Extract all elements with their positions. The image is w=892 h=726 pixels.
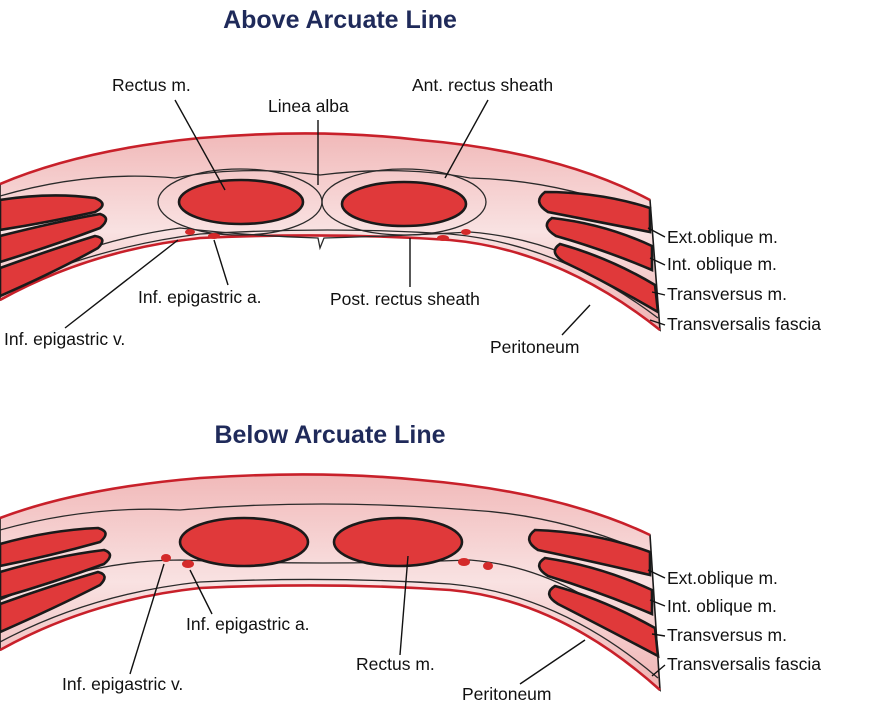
label-post-rectus-sheath: Post. rectus sheath	[330, 289, 480, 309]
inf-epigastric-vessel	[185, 229, 195, 235]
rectus-muscle-right	[340, 180, 468, 228]
int-oblique-muscle-right	[545, 216, 654, 272]
inf-epigastric-vessel	[437, 235, 449, 241]
inf-epigastric-vessel	[161, 554, 171, 562]
fascia-line	[0, 578, 659, 679]
inf-epigastric-vessel	[461, 229, 471, 235]
label-rectus-m: Rectus m.	[112, 75, 191, 95]
int-oblique-muscle-left	[0, 548, 112, 600]
below-arcuate-panel: Below Arcuate Line Ext.oblique m. Int. o…	[0, 421, 821, 704]
ext-oblique-muscle-left	[0, 526, 107, 568]
skin-line	[0, 473, 651, 537]
above-arcuate-panel: Above Arcuate Line Rectus m. Linea alba …	[0, 6, 821, 357]
int-oblique-muscle-left	[0, 212, 108, 264]
inner-layer-line	[0, 559, 656, 651]
label-transversalis-fascia: Transversalis fascia	[667, 314, 821, 334]
peritoneum-line	[0, 584, 661, 691]
skin-line	[0, 132, 651, 202]
ext-oblique-muscle-right	[527, 528, 652, 577]
label-transversus: Transversus m.	[667, 625, 787, 645]
label-inf-epigastric-a: Inf. epigastric a.	[138, 287, 262, 307]
transversus-muscle-left	[0, 234, 104, 298]
label-inf-epigastric-v: Inf. epigastric v.	[4, 329, 125, 349]
inf-epigastric-vessel	[182, 560, 194, 568]
ext-oblique-muscle-right	[537, 190, 652, 234]
ext-oblique-muscle-left	[0, 194, 104, 232]
label-ext-oblique: Ext.oblique m.	[667, 227, 778, 247]
label-peritoneum: Peritoneum	[490, 337, 580, 357]
peritoneum-line	[0, 234, 661, 332]
label-transversalis-fascia: Transversalis fascia	[667, 654, 821, 674]
transversus-muscle-right	[553, 242, 660, 315]
label-rectus-m: Rectus m.	[356, 654, 435, 674]
ant-sheath-line	[0, 170, 646, 216]
label-peritoneum: Peritoneum	[462, 684, 552, 704]
label-inf-epigastric-a: Inf. epigastric a.	[186, 614, 310, 634]
leader-lines	[129, 555, 666, 685]
panel-title: Above Arcuate Line	[223, 6, 457, 34]
post-sheath-line	[0, 227, 656, 306]
inf-epigastric-vessel	[483, 562, 493, 570]
rectus-muscle-left	[177, 178, 305, 226]
rectus-muscle-right	[332, 516, 464, 568]
label-transversus: Transversus m.	[667, 284, 787, 304]
panel-title: Below Arcuate Line	[214, 421, 445, 449]
label-int-oblique: Int. oblique m.	[667, 596, 777, 616]
rectus-muscle-left	[178, 516, 310, 568]
transversus-muscle-left	[0, 570, 106, 634]
label-inf-epigastric-v: Inf. epigastric v.	[62, 674, 183, 694]
rectus-sheath-right	[321, 168, 487, 236]
label-ext-oblique: Ext.oblique m.	[667, 568, 778, 588]
label-ant-rectus-sheath: Ant. rectus sheath	[412, 75, 553, 95]
transversus-muscle-right	[547, 584, 660, 659]
fascia-line	[0, 229, 659, 319]
inf-epigastric-vessel	[208, 233, 220, 239]
label-linea-alba: Linea alba	[268, 96, 349, 116]
int-oblique-muscle-right	[537, 556, 654, 616]
inf-epigastric-vessel	[458, 558, 470, 566]
ant-sheath-line	[0, 503, 646, 553]
label-int-oblique: Int. oblique m.	[667, 254, 777, 274]
leader-lines	[64, 99, 666, 336]
